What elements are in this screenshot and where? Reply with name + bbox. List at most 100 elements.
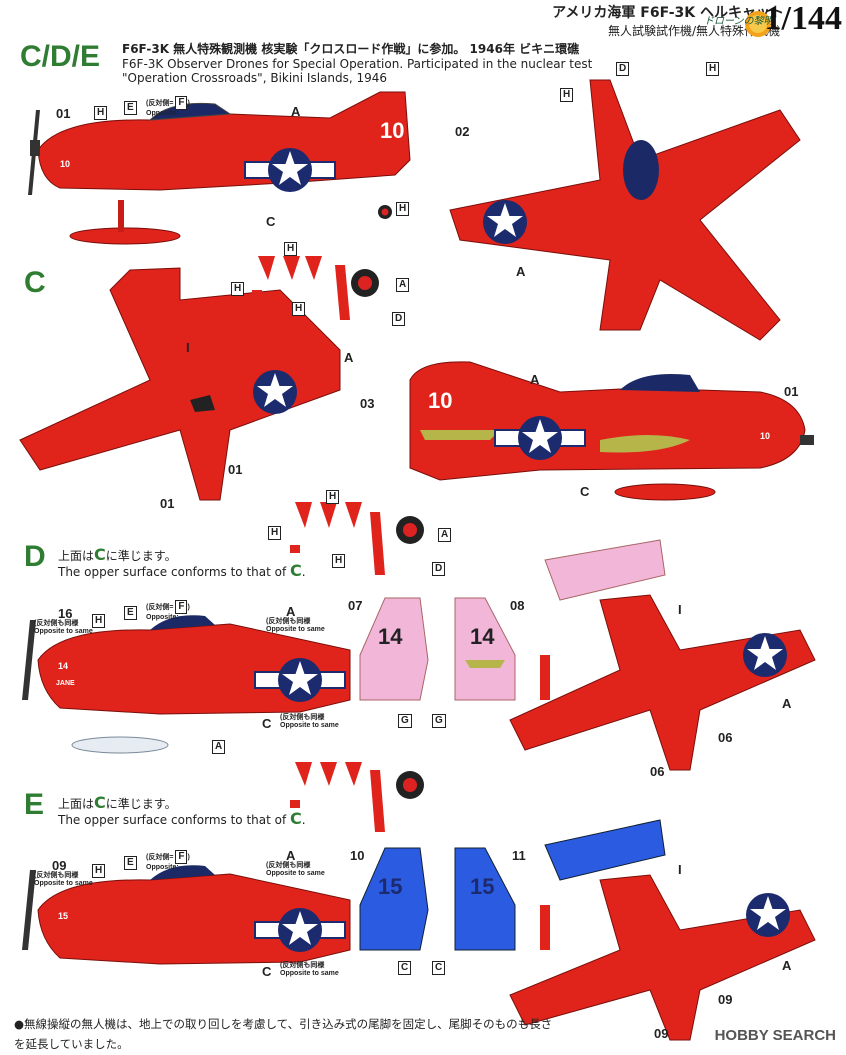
callout-07: 07 xyxy=(348,598,363,613)
callout-a-top: A xyxy=(516,264,526,279)
callout-06-b: 06 xyxy=(650,764,665,779)
sheet-subtitle: 無人試験試作機/無人特殊作戦機 xyxy=(607,24,780,38)
cde-description-ja: F6F-3K 無人特殊観測機 核実験「クロスロード作戦」に参加。 1946年 ビ… xyxy=(122,42,580,56)
gear-parts-2 xyxy=(290,502,424,575)
callout-11: 11 xyxy=(512,848,526,863)
callout-a: A xyxy=(291,104,301,119)
bottom-view-d xyxy=(509,539,816,771)
callout-a-c4: A xyxy=(438,522,452,542)
top-view-cde xyxy=(449,79,801,341)
callout-c-e2: C xyxy=(398,955,412,975)
nose-art-d: JANE xyxy=(56,680,75,687)
callout-d: D xyxy=(616,56,630,76)
gear-parts-1 xyxy=(252,256,379,320)
callout-i: I xyxy=(186,340,190,355)
callout-a-c2: A xyxy=(396,272,410,292)
section-label-e: E xyxy=(24,788,45,821)
cde-description-en-1: F6F-3K Observer Drones for Special Opera… xyxy=(122,57,593,71)
bottom-view-c xyxy=(19,267,341,501)
callout-c-d: C xyxy=(262,716,272,731)
footer-note: ●無線操縦の無人機は、地上での取り回しを考慮して、引き込み式の尾脚を固定し、尾脚… xyxy=(14,1014,614,1054)
e-note-en: The opper surface conforms to that of C. xyxy=(58,809,306,828)
e-opposite-note: (反対側= F)Opposite: xyxy=(146,850,190,871)
callout-01: 01 xyxy=(56,106,71,121)
side-profile-cde xyxy=(28,91,411,245)
callout-a-e: A xyxy=(286,848,296,863)
tail-number-e-left: 15 xyxy=(378,874,403,899)
callout-d-c2: D xyxy=(432,556,446,576)
callout-c: C xyxy=(266,214,276,229)
callout-01-c: 01 xyxy=(160,496,175,511)
callout-h-2: H xyxy=(396,196,410,216)
callout-c-e3: C xyxy=(432,955,446,975)
callout-e-d: E xyxy=(124,600,137,620)
callout-03: 03 xyxy=(360,396,375,411)
callout-a-d3: A xyxy=(782,696,792,711)
callout-h-c3: H xyxy=(292,296,306,316)
callout-09-b: 09 xyxy=(718,992,733,1007)
callout-i-e: I xyxy=(678,862,682,877)
callout-10: 10 xyxy=(350,848,365,863)
callout-02: 02 xyxy=(455,124,470,139)
callout-i-d: I xyxy=(678,602,682,617)
callout-h-c5: H xyxy=(268,520,282,540)
callout-h-c6: H xyxy=(332,548,346,568)
callout-a-e2: A xyxy=(782,958,792,973)
callout-h-c2: H xyxy=(231,276,245,296)
d-opposite-note: (反対側= F)Opposite: xyxy=(146,600,190,621)
callout-g-2: G xyxy=(432,708,446,728)
d-note-ja: 上面はCに準じます。 xyxy=(58,545,177,564)
e-note-ja: 上面はCに準じます。 xyxy=(58,793,177,812)
watermark: HOBBY SEARCH xyxy=(714,1027,836,1044)
section-label-c: C xyxy=(24,266,46,299)
scale-label: 1/144 xyxy=(764,0,842,37)
callout-09-a: 09 xyxy=(52,858,67,873)
footer-line-2: を延長していました。 xyxy=(14,1037,129,1051)
callout-d-c1: D xyxy=(392,306,406,326)
callout-09-c: 09 xyxy=(654,1026,669,1041)
tail-number-d-right: 14 xyxy=(470,624,495,649)
callout-06-a: 06 xyxy=(718,730,733,745)
callout-01-b: 01 xyxy=(228,462,243,477)
sheet-title: アメリカ海軍 F6F-3K ヘルキャット xyxy=(552,5,784,21)
side-profile-e xyxy=(22,847,550,965)
footer-line-1: ●無線操縦の無人機は、地上での取り回しを考慮して、引き込み式の尾脚を固定し、尾脚… xyxy=(14,1017,553,1031)
callout-c-e: C xyxy=(262,964,272,979)
side-profile-d xyxy=(22,597,550,754)
side-profile-c xyxy=(409,361,814,501)
tail-number-cde: 10 xyxy=(380,118,405,143)
callout-01-d: 01 xyxy=(784,384,799,399)
callout-h: H xyxy=(94,100,108,120)
d-note-en: The opper surface conforms to that of C. xyxy=(58,561,306,580)
nose-number-e: 15 xyxy=(58,911,69,921)
callout-h-e: H xyxy=(92,858,106,878)
callout-g-1: G xyxy=(398,708,412,728)
callout-a-bottom: A xyxy=(344,350,354,365)
cde-description-en-2: "Operation Crossroads", Bikini Islands, … xyxy=(122,71,388,85)
series-logo: ドローンの黎明 xyxy=(700,6,778,40)
callout-e-e: E xyxy=(124,850,137,870)
section-label-d: D xyxy=(24,540,46,573)
callout-a-d2: A xyxy=(212,734,226,754)
section-label-cde: C/D/E xyxy=(20,40,101,73)
callout-16: 16 xyxy=(58,606,73,621)
callout-a-side-c: A xyxy=(530,372,540,387)
nose-number-d: 14 xyxy=(58,661,69,671)
callout-h-3: H xyxy=(560,82,574,102)
callout-e: E xyxy=(124,95,137,115)
callout-opposite-note: (反対側= F)Opposite: xyxy=(146,96,190,117)
callout-h-4: H xyxy=(706,56,720,76)
sun-logo-icon xyxy=(745,11,771,37)
callout-h-d: H xyxy=(92,608,106,628)
bottom-view-e xyxy=(509,819,816,1041)
tail-number-e-right: 15 xyxy=(470,874,495,899)
callout-08: 08 xyxy=(510,598,525,613)
gear-parts-3 xyxy=(290,762,424,832)
